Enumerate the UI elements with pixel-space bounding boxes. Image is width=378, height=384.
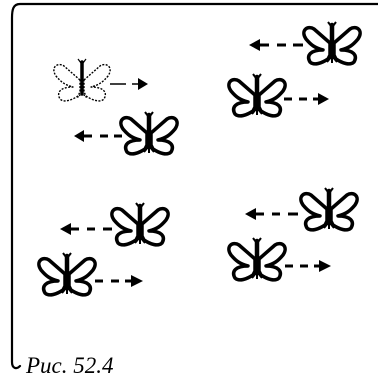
butterfly-solid-icon: [229, 74, 285, 116]
pair-solid-right: [229, 74, 329, 116]
pair-solid-right: [229, 238, 331, 280]
pair-outline-right: [52, 57, 148, 103]
arrow-left-icon: [245, 208, 298, 220]
butterfly-solid-icon: [304, 22, 360, 64]
butterfly-solid-icon: [229, 238, 285, 280]
butterfly-solid-icon: [121, 112, 177, 154]
panel-top-right: [229, 22, 360, 116]
arrow-right-icon: [284, 93, 329, 105]
arrow-right-icon: [285, 260, 331, 272]
arrow-right-icon: [110, 78, 148, 90]
figure-caption: Рис. 52.4: [26, 353, 114, 378]
pair-solid-left: [245, 188, 357, 230]
frame-border: [10, 2, 378, 370]
butterfly-solid-icon: [301, 188, 357, 230]
panel-top-left: [52, 57, 177, 154]
panel-bottom-left: [39, 203, 168, 295]
arrow-right-icon: [95, 275, 143, 287]
butterfly-solid-icon: [39, 253, 95, 295]
pair-solid-left: [60, 203, 168, 245]
arrow-left-icon: [249, 39, 303, 51]
panel-bottom-right: [229, 188, 357, 280]
pair-solid-right: [39, 253, 143, 295]
butterfly-solid-icon: [112, 203, 168, 245]
pair-solid-left: [74, 112, 177, 154]
arrow-left-icon: [74, 130, 122, 142]
arrow-left-icon: [60, 223, 112, 235]
butterfly-outline-icon: [52, 57, 112, 103]
pair-solid-left: [249, 22, 360, 64]
